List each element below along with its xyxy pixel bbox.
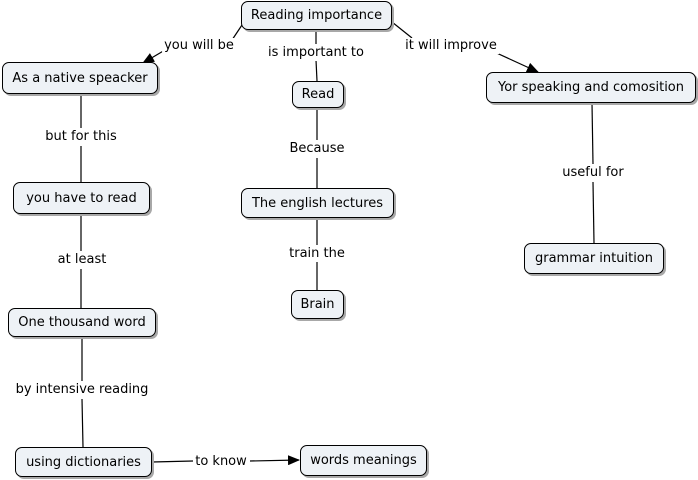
link-label-useful-for: useful for [560, 165, 626, 181]
link-label-you-will-be: you will be [162, 38, 236, 54]
edge-dictionaries-to-to-know [151, 460, 194, 463]
node-english-lectures[interactable]: The english lectures [241, 188, 394, 218]
link-label-because: Because [287, 141, 347, 157]
node-using-dictionaries[interactable]: using dictionaries [15, 447, 152, 477]
edge-by-intensive-reading-to-dictionaries [81, 398, 84, 448]
node-have-to-read[interactable]: you have to read [13, 182, 150, 214]
edge-to-know-to-words-meanings [249, 455, 300, 466]
node-words-meanings[interactable]: words meanings [300, 445, 427, 476]
link-label-by-intensive-reading: by intensive reading [13, 382, 151, 398]
node-read[interactable]: Read [292, 81, 344, 108]
edge-reading-importance-to-it-will-improve [391, 21, 413, 39]
link-label-at-least: at least [55, 252, 109, 268]
node-reading-importance[interactable]: Reading importance [241, 1, 392, 30]
link-label-is-important-to: is important to [266, 45, 366, 61]
edge-is-important-to-to-read [315, 59, 318, 82]
node-speaking-composition[interactable]: Yor speaking and comosition [486, 72, 696, 103]
edge-you-will-be-to-native-speaker [142, 49, 166, 64]
node-thousand-word[interactable]: One thousand word [8, 308, 156, 337]
edge-speaking-to-useful-for [591, 102, 594, 165]
node-grammar-intuition[interactable]: grammar intuition [524, 243, 664, 274]
link-label-to-know: to know [193, 454, 249, 470]
link-label-it-will-improve: it will improve [403, 38, 499, 54]
node-brain[interactable]: Brain [291, 290, 344, 319]
edge-useful-for-to-grammar-intuition [592, 181, 595, 244]
link-label-train-the: train the [287, 246, 347, 262]
node-native-speaker[interactable]: As a native speacker [2, 62, 158, 94]
link-label-but-for-this: but for this [43, 129, 119, 145]
